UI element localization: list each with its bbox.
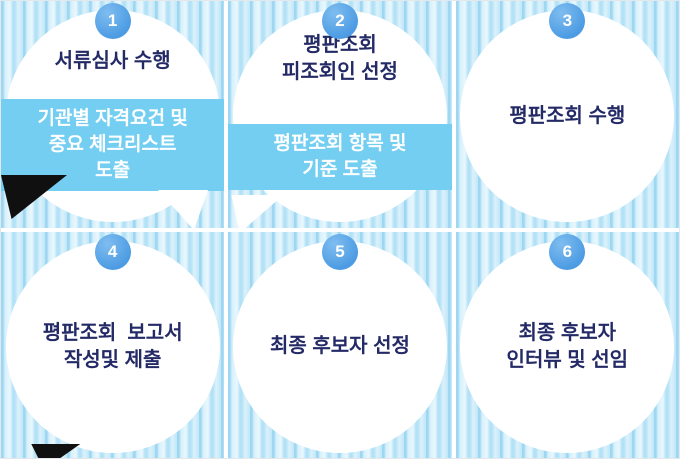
- speech-tail-white-shape: [231, 195, 284, 228]
- step-title: 평판조회 피조회인 선정: [282, 34, 398, 83]
- step-title: 평판조회 보고서 작성및 제출: [42, 321, 183, 371]
- step-card-3: 평판조회 수행 3: [455, 1, 679, 228]
- step-title: 서류심사 수행: [54, 50, 171, 72]
- step-circle: 평판조회 수행: [460, 10, 675, 222]
- step-card-6: 최종 후보자 인터뷰 및 선임 6: [455, 231, 679, 458]
- step-card-2: 평판조회 피조회인 선정 평판조회 항목 및 기준 도출 2: [228, 1, 452, 228]
- step-number-badge: 2: [321, 3, 358, 39]
- step-title: 평판조회 수행: [509, 104, 626, 127]
- speech-tail-white-shape: [158, 190, 208, 228]
- step-title: 최종 후보자 인터뷰 및 선임: [506, 321, 629, 371]
- step-detail-box: 평판조회 항목 및 기준 도출: [228, 124, 452, 190]
- step-number-badge: 4: [94, 233, 131, 270]
- step-card-1: 서류심사 수행 기관별 자격요건 및 중요 체크리스트 도출 1: [1, 1, 225, 228]
- step-number-badge: 3: [549, 3, 586, 39]
- step-title: 최종 후보자 선정: [270, 335, 410, 357]
- step-number-badge: 6: [549, 233, 586, 270]
- step-circle: 최종 후보자 선정: [232, 240, 447, 453]
- step-number-badge: 5: [321, 233, 358, 270]
- step-detail-box: 기관별 자격요건 및 중요 체크리스트 도출: [1, 99, 225, 191]
- speech-tail-dark-shape: [31, 443, 81, 458]
- step-number-badge: 1: [94, 3, 131, 39]
- step-circle: 최종 후보자 인터뷰 및 선임: [460, 240, 675, 453]
- step-card-4: 평판조회 보고서 작성및 제출 4: [1, 231, 225, 458]
- step-circle: 평판조회 보고서 작성및 제출: [5, 240, 220, 453]
- step-card-5: 최종 후보자 선정 5: [228, 231, 452, 458]
